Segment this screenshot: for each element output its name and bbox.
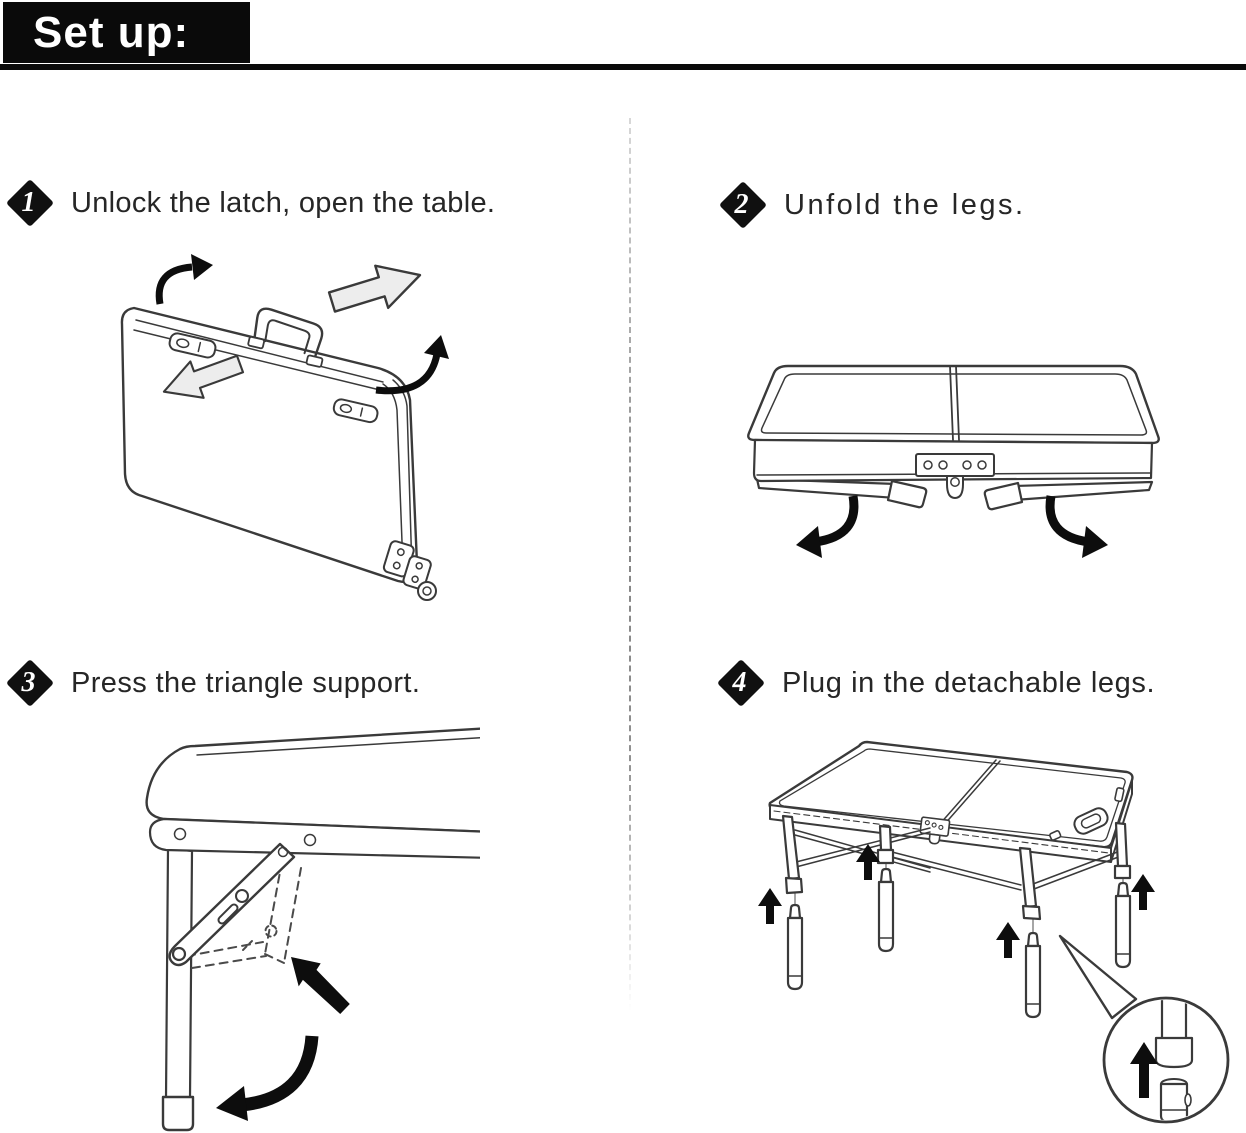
open-arrow-lower-left — [162, 354, 245, 399]
step-2-label: Unfold the legs. — [784, 188, 1026, 221]
triangle-support — [168, 842, 296, 967]
case-latches — [1049, 787, 1125, 841]
open-arrow-upper-right — [327, 264, 422, 313]
step-1-number-icon: 1 — [6, 179, 54, 227]
page-title: Set up: — [33, 7, 190, 57]
zoom-detail-leg-joint — [1130, 1000, 1194, 1120]
step-4-illustration-detachable-legs — [758, 740, 1230, 1124]
step-number: 4 — [732, 667, 747, 698]
step-1-illustration-folded-case — [120, 254, 449, 601]
fold-direction-arrow — [216, 1035, 319, 1121]
case-hinges — [382, 540, 437, 601]
header-rule — [0, 64, 1246, 70]
step-2-number-icon: 2 — [719, 181, 767, 229]
case-handle — [247, 307, 324, 368]
step-4-number-icon: 4 — [717, 659, 765, 707]
press-arrow — [291, 957, 350, 1014]
case-body — [120, 306, 419, 584]
unlock-arrow-left-latch — [155, 254, 213, 305]
center-hinge — [915, 453, 995, 499]
step-3-number-icon: 3 — [6, 659, 54, 707]
step-2-heading: 2 Unfold the legs. — [719, 181, 1026, 229]
column-divider — [629, 118, 631, 1010]
step-number: 1 — [21, 187, 36, 218]
folding-legs — [755, 477, 1154, 511]
tabletop-corner — [145, 727, 480, 859]
tabletop — [768, 740, 1134, 863]
step-number: 2 — [734, 189, 749, 220]
triangle-support-folded-ghost — [186, 860, 302, 969]
step-1-label: Unlock the latch, open the table. — [71, 186, 496, 219]
step-3-illustration-triangle-support — [145, 727, 480, 1132]
case-latch-right — [332, 398, 379, 424]
unlock-arrow-right-latch — [375, 335, 449, 395]
step-4-heading: 4 Plug in the detachable legs. — [717, 659, 1155, 707]
plug-in-arrows — [758, 844, 1155, 958]
case-latch-left — [168, 332, 217, 359]
step-2-illustration-unfold-legs — [747, 364, 1160, 558]
step-number: 3 — [21, 667, 36, 698]
unfold-arrow-right — [1045, 495, 1108, 558]
zoom-callout — [1058, 934, 1230, 1124]
step-3-label: Press the triangle support. — [71, 666, 421, 699]
table-leg — [161, 846, 195, 1132]
step-4-label: Plug in the detachable legs. — [782, 666, 1156, 699]
header-bar: Set up: — [3, 2, 250, 63]
upper-legs — [781, 814, 1132, 937]
step-1-heading: 1 Unlock the latch, open the table. — [6, 179, 495, 227]
unfold-arrow-left — [796, 495, 859, 558]
center-hinge-bracket — [919, 816, 951, 845]
carry-handle — [1073, 807, 1109, 835]
detachable-lower-legs — [786, 867, 1132, 1019]
leg-braces — [794, 827, 1122, 891]
step-3-heading: 3 Press the triangle support. — [6, 659, 420, 707]
